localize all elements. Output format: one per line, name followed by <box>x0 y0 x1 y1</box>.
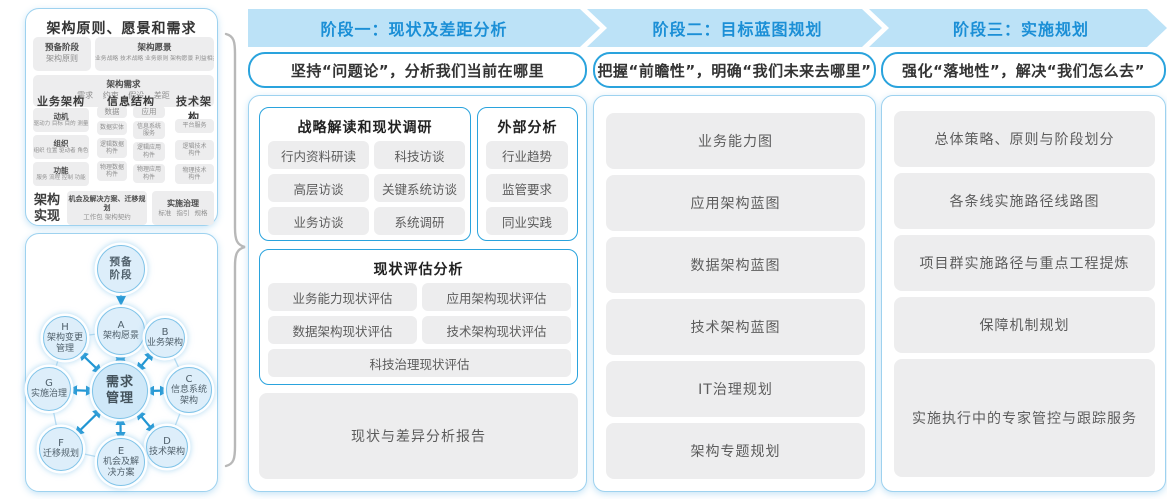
opportunities-migration-box: 机会及解决方案、迁移规划 工作包 架构契约 <box>67 191 147 225</box>
platform-service-box: 平台服务 <box>175 119 214 133</box>
phase2-item: 数据架构蓝图 <box>606 237 865 293</box>
hub-d-arrow <box>135 409 157 434</box>
group-item: 行业趋势 <box>486 141 568 169</box>
group-item: 数据架构现状评估 <box>268 316 417 344</box>
phase2-subtitle: 把握“前瞻性”，明确“我们未来去哪里” <box>593 52 876 88</box>
implementation-governance-box: 实施治理 标准 指引 规格 <box>152 191 214 225</box>
phase2-item: IT治理规划 <box>606 361 865 417</box>
group-item: 业务能力现状评估 <box>268 283 417 311</box>
phase2-item: 技术架构蓝图 <box>606 299 865 355</box>
phase1-subtitle: 坚持“问题论”，分析我们当前在哪里 <box>248 52 587 88</box>
hub-f-arrow <box>73 407 103 437</box>
prep-stage-line2: 架构原则 <box>46 54 78 63</box>
adm-cycle-panel: 预备阶段 需求管理 A 架构愿景 B 业务架构 C 信息系统架构 D 技术架构 … <box>25 233 218 492</box>
cycle-node-g: G 实施治理 <box>27 367 71 411</box>
phase3-item: 保障机制规划 <box>894 297 1155 353</box>
hub-h-arrow <box>77 350 103 375</box>
group-item: 科技访谈 <box>374 141 465 169</box>
prep-stage-line1: 预备阶段 <box>44 43 79 53</box>
cycle-node-a: A 架构愿景 <box>97 307 145 355</box>
phase3-item: 实施执行中的专家管控与跟踪服务 <box>894 359 1155 477</box>
hub-b-arrow <box>135 350 155 373</box>
phase2-item: 应用架构蓝图 <box>606 175 865 231</box>
hub-c-arrow <box>143 385 171 396</box>
external-analysis-group: 外部分析 行业趋势 监管要求 同业实践 <box>477 107 578 241</box>
phase3-item: 项目群实施路径与重点工程提炼 <box>894 235 1155 291</box>
phase3-subtitle: 强化“落地性”，解决“我们怎么去” <box>881 52 1166 88</box>
group-item: 科技治理现状评估 <box>268 349 571 377</box>
group-item: 系统调研 <box>374 207 465 235</box>
motivation-box: 动机 驱动力 目标 目的 测量 <box>33 108 89 132</box>
arch-implementation-label: 架构实现 <box>34 193 61 224</box>
brace-connector <box>224 32 246 468</box>
phase3-container: 总体策略、原则与阶段划分 各条线实施路径线路图 项目群实施路径与重点工程提炼 保… <box>881 95 1166 492</box>
physical-app-box: 物理应用构件 <box>133 164 165 183</box>
data-entity-box: 数据实体 <box>97 121 127 135</box>
group-item: 同业实践 <box>486 207 568 235</box>
phase1-container: 战略解读和现状调研 行内资料研读 科技访谈 高层访谈 关键系统访谈 业务访谈 系… <box>248 95 587 492</box>
cycle-node-c: C 信息系统架构 <box>166 367 212 413</box>
data-subheader: 数据 <box>97 106 127 118</box>
application-subheader: 应用 <box>133 106 165 118</box>
cycle-node-prep: 预备阶段 <box>97 245 145 293</box>
group-item: 高层访谈 <box>268 174 369 202</box>
group-item: 业务访谈 <box>268 207 369 235</box>
phase2-item: 业务能力图 <box>606 113 865 169</box>
requirements-items: 需求 约束 假设 差距 <box>77 91 170 100</box>
vision-items: 业务战略 技术战略 业务原则 架构愿景 利益相关者 <box>95 56 214 62</box>
cycle-node-f: F 迁移规划 <box>39 427 83 471</box>
phase3-item: 各条线实施路径线路图 <box>894 173 1155 229</box>
physical-data-box: 物理数据构件 <box>97 161 127 181</box>
info-system-service-box: 信息系统服务 <box>133 121 165 139</box>
architecture-vision-box: 架构愿景 业务战略 技术战略 业务原则 架构愿景 利益相关者 <box>95 37 214 71</box>
logical-tech-box: 逻辑技术构件 <box>175 140 214 160</box>
group-item: 关键系统访谈 <box>374 174 465 202</box>
cycle-node-e: E 机会及解决方案 <box>97 438 145 486</box>
group-item: 行内资料研读 <box>268 141 369 169</box>
phase3-header-band: 阶段三：实施规划 <box>869 9 1167 47</box>
architecture-content-panel: 架构原则、愿景和需求 预备阶段 架构原则 架构愿景 业务战略 技术战略 业务原则… <box>25 8 218 226</box>
cycle-node-d: D 技术架构 <box>146 426 188 468</box>
phase3-item: 总体策略、原则与阶段划分 <box>894 111 1155 167</box>
cycle-node-b: B 业务架构 <box>145 318 185 358</box>
group-item: 监管要求 <box>486 174 568 202</box>
cycle-hub-requirements: 需求管理 <box>92 363 148 419</box>
panel-title: 架构原则、愿景和需求 <box>46 21 197 37</box>
phase2-item: 架构专题规划 <box>606 423 865 479</box>
hub-g-arrow <box>66 385 97 396</box>
info-structure-header: 信息结构 <box>107 95 155 108</box>
strategy-research-group: 战略解读和现状调研 行内资料研读 科技访谈 高层访谈 关键系统访谈 业务访谈 系… <box>259 107 471 241</box>
function-box: 功能 服务 流程 控制 功能 <box>33 162 89 186</box>
phase2-container: 业务能力图 应用架构蓝图 数据架构蓝图 技术架构蓝图 IT治理规划 架构专题规划 <box>593 95 876 492</box>
vision-title: 架构愿景 <box>137 43 172 53</box>
phase1-header-band: 阶段一：现状及差距分析 <box>248 9 600 47</box>
cycle-node-h: H 架构变更管理 <box>43 316 87 360</box>
current-assessment-group: 现状评估分析 业务能力现状评估 应用架构现状评估 数据架构现状评估 技术架构现状… <box>259 249 578 385</box>
architecture-requirements-box: 架构需求 需求 约束 假设 差距 <box>33 75 214 107</box>
business-arch-header: 业务架构 <box>37 95 85 108</box>
logical-app-box: 逻辑应用构件 <box>133 142 165 161</box>
phase2-header-band: 阶段二：目标蓝图规划 <box>587 9 882 47</box>
physical-tech-box: 物理技术构件 <box>175 164 214 184</box>
group-item: 应用架构现状评估 <box>422 283 571 311</box>
logical-data-box: 逻辑数据构件 <box>97 138 127 158</box>
prep-stage-box: 预备阶段 架构原则 <box>33 37 91 71</box>
tech-arch-header: 技术架构 <box>176 95 212 124</box>
gap-analysis-report-box: 现状与差异分析报告 <box>259 393 578 479</box>
organization-box: 组织 组织 位置 驱动者 角色 <box>33 135 89 159</box>
group-item: 技术架构现状评估 <box>422 316 571 344</box>
requirements-title: 架构需求 <box>106 80 141 90</box>
